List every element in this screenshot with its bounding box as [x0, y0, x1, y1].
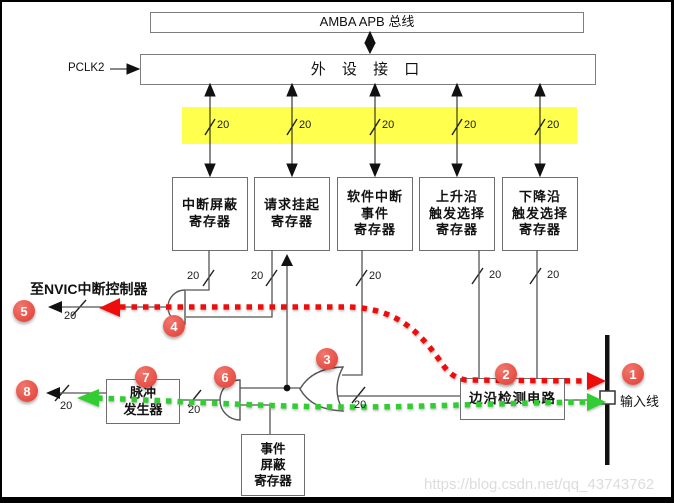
bus-width-highlight-band: [182, 107, 577, 144]
bus-width-label: 20: [188, 404, 201, 416]
input-line: [605, 335, 610, 465]
step-marker-5: 5: [13, 300, 35, 322]
step-marker-7: 7: [135, 366, 157, 388]
bus-width-label: 20: [354, 399, 367, 411]
bus-width-label: 20: [60, 400, 73, 412]
step-marker-8: 8: [16, 380, 38, 402]
interrupt-path-right-arrow: [587, 372, 606, 390]
register-box-interrupt-mask: 中断屏蔽 寄存器: [172, 177, 248, 251]
register-box-rising-edge-select: 上升沿 触发选择 寄存器: [419, 177, 495, 251]
bus-width-label: 20: [299, 119, 312, 131]
peripheral-interface-label: 外 设 接 口: [310, 60, 426, 78]
bus-width-label: 20: [64, 310, 77, 322]
register-label: 上升沿: [435, 188, 478, 204]
register-label: 寄存器: [188, 214, 231, 229]
amba-apb-bus-box: AMBA APB 总线: [150, 12, 584, 33]
step-marker-6: 6: [214, 366, 236, 388]
register-label: 软件中断: [346, 188, 403, 204]
bus-width-label: 20: [547, 119, 560, 131]
bus-width-label: 20: [489, 269, 502, 281]
register-label: 寄存器: [518, 222, 561, 238]
input-pad-square: [599, 390, 616, 405]
watermark: https://blog.csdn.net/qq_43743762: [424, 476, 655, 493]
pulse-generator-label: 发生器: [123, 401, 163, 417]
pclk2-arrow: [110, 63, 141, 75]
pulse-output-arrow: [46, 387, 60, 399]
register-label: 寄存器: [353, 222, 396, 238]
interrupt-path: [99, 298, 606, 390]
event-or-gate: [299, 366, 345, 412]
step-marker-2: 2: [495, 363, 517, 385]
edge-detect-label: 边沿检测电路: [469, 391, 556, 407]
bus-width-label: 20: [217, 119, 230, 131]
event-mask-register-box: 事件 屏蔽 寄存器: [241, 434, 305, 496]
pending-set-arrow: [281, 254, 293, 266]
bus-width-label: 20: [369, 270, 382, 282]
register-label: 请求挂起: [263, 197, 320, 213]
event-mask-label: 寄存器: [254, 474, 292, 489]
pclk2-label: PCLK2: [68, 62, 105, 74]
step-marker-4: 4: [163, 315, 185, 337]
event-path-right-arrow: [587, 393, 606, 411]
peripheral-interface-box: 外 设 接 口: [140, 54, 596, 85]
register-box-pending-request: 请求挂起 寄存器: [254, 177, 330, 251]
amba-apb-bus-label: AMBA APB 总线: [319, 14, 415, 30]
event-mask-label: 事件: [260, 441, 286, 456]
bus-width-label: 20: [382, 119, 395, 131]
register-label: 中断屏蔽: [181, 197, 238, 213]
input-line-label: 输入线: [620, 394, 660, 409]
register-label: 事件: [360, 205, 389, 221]
event-mask-label: 屏蔽: [260, 457, 286, 472]
bus-width-ticks: [54, 118, 546, 407]
junction-dot: [283, 384, 291, 392]
to-nvic-label: 至NVIC中断控制器: [30, 281, 148, 297]
bus-width-label: 20: [187, 270, 200, 282]
register-label: 寄存器: [270, 214, 313, 229]
register-label: 触发选择: [511, 205, 568, 221]
bus-width-label: 20: [547, 269, 560, 281]
amba-periph-double-arrow: [364, 30, 376, 55]
event-path-left-arrow: [77, 389, 99, 407]
edge-detect-circuit-box: 边沿检测电路: [460, 378, 565, 420]
interrupt-path-left-arrow: [99, 298, 120, 317]
to-nvic-arrow: [48, 301, 62, 313]
register-label: 下降沿: [518, 188, 561, 204]
register-label: 触发选择: [428, 205, 485, 221]
step-marker-1: 1: [622, 363, 644, 385]
register-box-falling-edge-select: 下降沿 触发选择 寄存器: [502, 177, 578, 251]
register-box-software-interrupt-event: 软件中断 事件 寄存器: [337, 177, 413, 251]
bus-width-label: 20: [464, 119, 477, 131]
bus-width-label: 20: [251, 270, 264, 282]
step-marker-3: 3: [316, 348, 338, 370]
register-label: 寄存器: [435, 222, 478, 238]
